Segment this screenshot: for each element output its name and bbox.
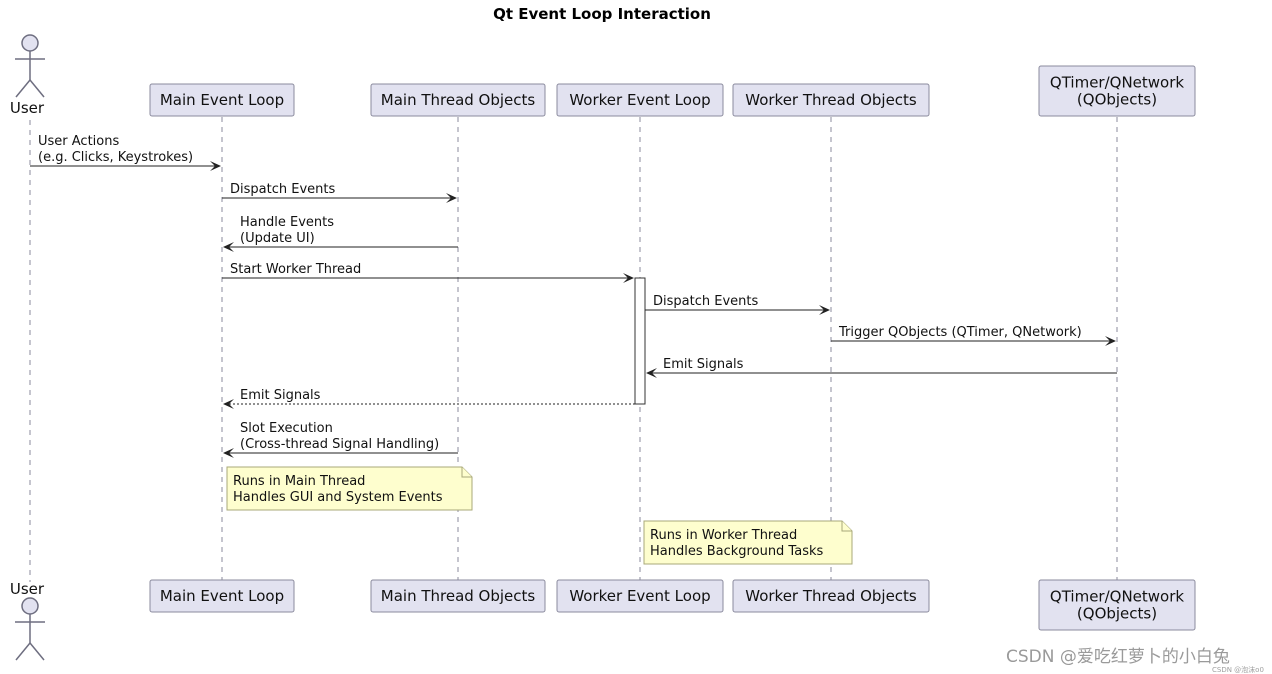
note-text: Runs in Worker Thread <box>650 528 797 543</box>
participant-worker-loop-top: Worker Event Loop <box>556 83 724 117</box>
participant-box <box>556 579 724 613</box>
arrowhead <box>446 193 457 203</box>
arrowhead <box>223 448 234 458</box>
participant-label: (QObjects) <box>1077 605 1157 623</box>
participant-box <box>149 579 295 613</box>
message-emit-signals: Emit Signals <box>223 388 635 409</box>
participant-qobjects-top: QTimer/QNetwork(QObjects) <box>1038 65 1196 117</box>
actor-leg-left <box>15 79 31 98</box>
arrowhead <box>210 161 221 171</box>
message-emit-signals: Emit Signals <box>646 357 1117 378</box>
message-label: User Actions <box>38 134 119 149</box>
participant-label: Worker Thread Objects <box>745 91 917 109</box>
note-body <box>643 520 853 565</box>
participant-main-loop-top: Main Event Loop <box>149 83 295 117</box>
participant-label: QTimer/QNetwork <box>1050 588 1184 606</box>
actor-leg-right <box>29 79 45 98</box>
arrowhead <box>223 242 234 252</box>
note-text: Handles GUI and System Events <box>233 490 443 505</box>
participant-worker-objs-top: Worker Thread Objects <box>732 83 930 117</box>
message-dispatch-events: Dispatch Events <box>645 294 830 315</box>
watermark: CSDN @爱吃红萝卜的小白兔 <box>1006 647 1230 667</box>
participant-box <box>732 579 930 613</box>
participant-main-objs-top: Main Thread Objects <box>370 83 546 117</box>
participant-box <box>370 83 546 117</box>
message-label: (Cross-thread Signal Handling) <box>240 437 439 452</box>
participant-qobjects-bottom: QTimer/QNetwork(QObjects) <box>1038 579 1196 631</box>
actor-user-top: User <box>10 34 45 117</box>
participant-label: Main Event Loop <box>160 91 284 109</box>
participant-label: Worker Thread Objects <box>745 587 917 605</box>
participant-label: Main Thread Objects <box>381 91 536 109</box>
lifelines <box>29 117 1118 582</box>
message-handle-events: Handle Events(Update UI) <box>223 215 458 252</box>
arrowhead <box>623 273 634 283</box>
arrowhead <box>819 305 830 315</box>
message-label: Emit Signals <box>240 388 321 403</box>
participant-worker-loop-bottom: Worker Event Loop <box>556 579 724 613</box>
message-dispatch-events: Dispatch Events <box>222 182 457 203</box>
participant-label: Main Thread Objects <box>381 587 536 605</box>
actor-leg-right <box>29 642 45 661</box>
actor-leg-left <box>15 642 31 661</box>
message-label: Dispatch Events <box>653 294 758 309</box>
participant-worker-objs-bottom: Worker Thread Objects <box>732 579 930 613</box>
actor-label: User <box>10 580 45 598</box>
participant-box <box>149 83 295 117</box>
message-start-worker-thread: Start Worker Thread <box>222 262 634 283</box>
note-body <box>226 466 473 511</box>
note-fold <box>461 467 472 478</box>
message-label: (Update UI) <box>240 231 315 246</box>
note-fold <box>841 521 852 532</box>
participant-box <box>1038 65 1196 117</box>
arrowhead <box>223 399 234 409</box>
participant-box <box>1038 579 1196 631</box>
message-label: (e.g. Clicks, Keystrokes) <box>38 150 193 165</box>
actor-head <box>21 34 39 52</box>
participant-label: QTimer/QNetwork <box>1050 74 1184 92</box>
note-text: Runs in Main Thread <box>233 474 365 489</box>
message-slot-execution: Slot Execution(Cross-thread Signal Handl… <box>223 421 458 458</box>
note-text: Handles Background Tasks <box>650 544 823 559</box>
participant-box <box>732 83 930 117</box>
activation-bars <box>634 277 646 405</box>
message-label: Slot Execution <box>240 421 333 436</box>
message-label: Dispatch Events <box>230 182 335 197</box>
message-label: Start Worker Thread <box>230 262 361 277</box>
watermark-small: CSDN @泡沫o0 <box>1212 665 1264 674</box>
arrowhead <box>646 368 657 378</box>
actor-label: User <box>10 99 45 117</box>
diagram-title: Qt Event Loop Interaction <box>493 5 711 23</box>
participant-main-loop-bottom: Main Event Loop <box>149 579 295 613</box>
message-label: Trigger QObjects (QTimer, QNetwork) <box>838 325 1082 340</box>
participant-box <box>370 579 546 613</box>
actor-user-bottom: User <box>10 580 45 661</box>
message-label: Handle Events <box>240 215 334 230</box>
message-user-actions: User Actions(e.g. Clicks, Keystrokes) <box>30 134 221 171</box>
messages: User Actions(e.g. Clicks, Keystrokes) Dis… <box>30 134 1117 458</box>
message-label: Emit Signals <box>663 357 744 372</box>
participant-label: Worker Event Loop <box>569 587 710 605</box>
actor-head <box>21 597 39 615</box>
participant-label: (QObjects) <box>1077 91 1157 109</box>
participant-box <box>556 83 724 117</box>
participant-main-objs-bottom: Main Thread Objects <box>370 579 546 613</box>
participant-label: Worker Event Loop <box>569 91 710 109</box>
arrowhead <box>1105 336 1116 346</box>
activation-bar-worker-loop <box>634 277 646 405</box>
message-trigger-qobjects-qtimer-qnetwork: Trigger QObjects (QTimer, QNetwork) <box>831 325 1116 346</box>
participant-label: Main Event Loop <box>160 587 284 605</box>
